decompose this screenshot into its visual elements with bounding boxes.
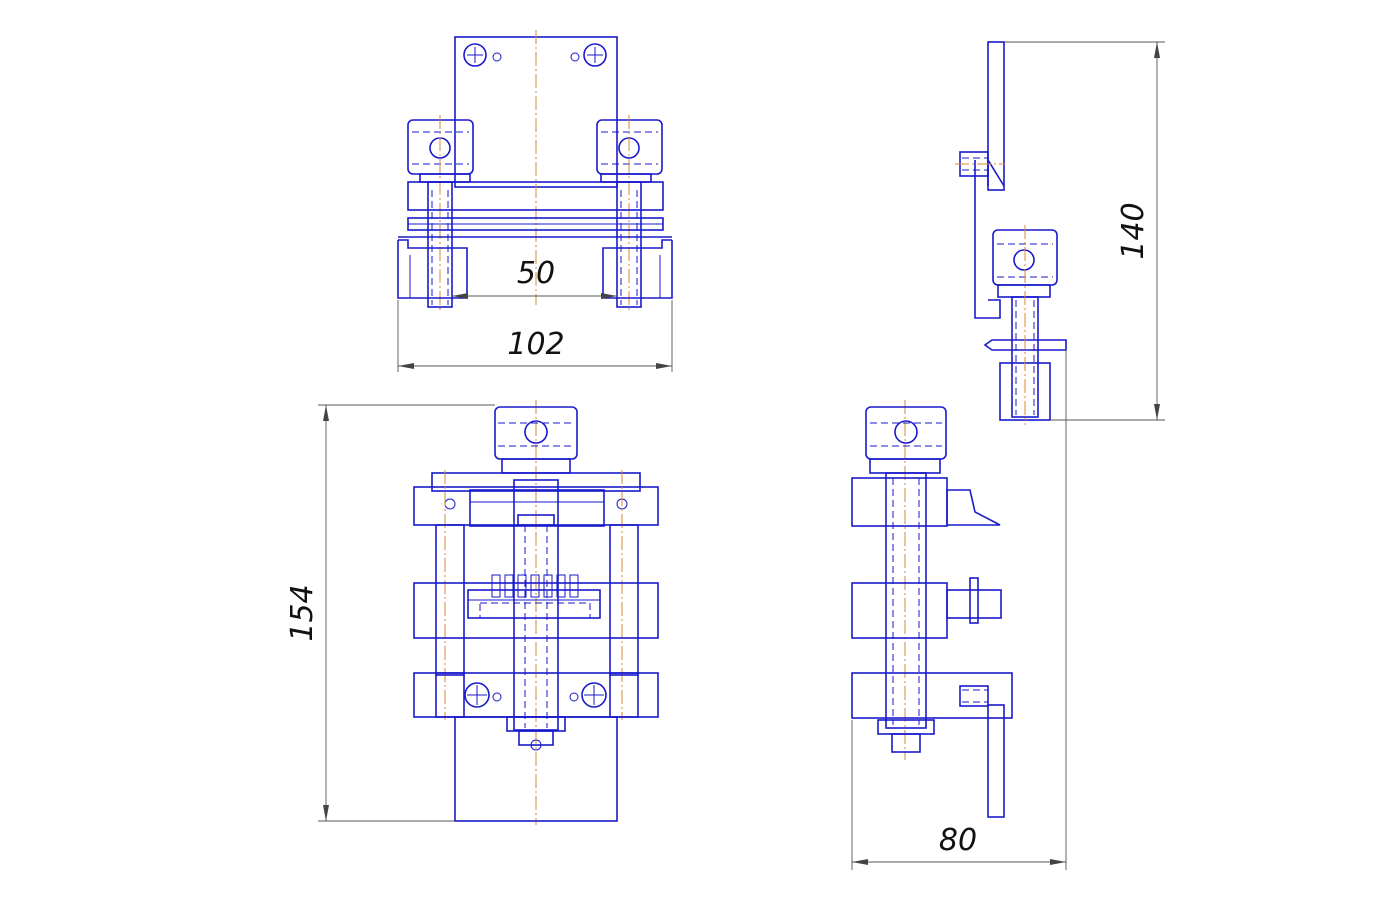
dimension-140: 140: [1004, 41, 1165, 421]
dimension-label-102: 102: [507, 327, 564, 362]
section-view: [851, 400, 1013, 818]
plan-view: [413, 400, 659, 825]
dimension-102: 102: [397, 300, 673, 372]
comb-teeth: [479, 574, 591, 619]
dimension-label-140: 140: [1116, 202, 1151, 259]
dimension-50: 50: [452, 256, 617, 299]
dimension-label-50: 50: [517, 256, 555, 291]
dimension-154: 154: [285, 404, 495, 822]
dimension-label-80: 80: [939, 823, 977, 858]
dimension-80: 80: [851, 350, 1067, 870]
front-view: [397, 30, 673, 310]
side-view: [955, 41, 1067, 425]
dimension-label-154: 154: [285, 584, 320, 641]
